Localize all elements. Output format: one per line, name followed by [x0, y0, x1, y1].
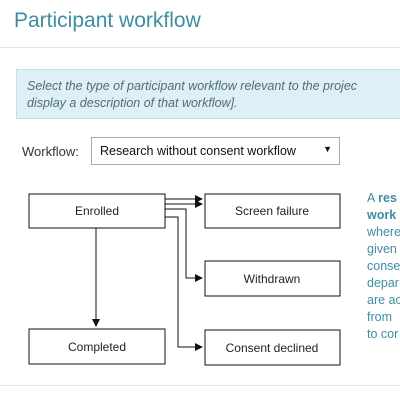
- info-text-line-1: Select the type of participant workflow …: [27, 79, 358, 93]
- description-line-8: from: [367, 310, 392, 324]
- node-enrolled-label: Enrolled: [75, 204, 119, 218]
- node-completed-label: Completed: [68, 340, 126, 354]
- info-text: Select the type of participant workflow …: [27, 78, 400, 112]
- description-line-5: conse: [367, 259, 400, 273]
- title-divider: [0, 47, 400, 48]
- description-line-3: where: [367, 225, 400, 239]
- workflow-select[interactable]: Research without consent workflow ▼: [91, 137, 340, 165]
- workflow-diagram: Enrolled Screen failure Withdrawn Comple…: [28, 193, 341, 366]
- edge-enrolled-to-withdrawn: [165, 208, 203, 282]
- node-withdrawn: Withdrawn: [204, 260, 341, 297]
- description-line-9: to cor: [367, 327, 399, 341]
- node-withdrawn-label: Withdrawn: [244, 272, 301, 286]
- workflow-description: A res work where given conse depar are a…: [367, 190, 400, 343]
- diagram-connectors: [92, 195, 203, 351]
- edge-enrolled-to-consent-declined: [165, 216, 203, 351]
- workflow-select-value: Research without consent workflow: [100, 144, 296, 158]
- description-line-2: work: [367, 208, 397, 222]
- description-line-7: are ac: [367, 293, 400, 307]
- node-screen-failure-label: Screen failure: [235, 204, 309, 218]
- bottom-divider: [0, 385, 400, 386]
- dropdown-arrow-icon: ▼: [323, 144, 332, 154]
- node-screen-failure: Screen failure: [204, 193, 341, 229]
- workflow-label: Workflow:: [22, 144, 79, 159]
- page-title: Participant workflow: [14, 9, 201, 32]
- description-bold-term: res: [378, 191, 397, 205]
- info-text-line-2: display a description of that workflow].: [27, 96, 238, 110]
- node-enrolled: Enrolled: [28, 193, 166, 229]
- node-consent-declined-label: Consent declined: [226, 341, 319, 355]
- node-completed: Completed: [28, 328, 166, 365]
- description-line-4: given: [367, 242, 397, 256]
- description-line-1: A res: [367, 191, 397, 205]
- description-line-6: depar: [367, 276, 399, 290]
- info-box: Select the type of participant workflow …: [16, 69, 400, 119]
- node-consent-declined: Consent declined: [204, 329, 341, 366]
